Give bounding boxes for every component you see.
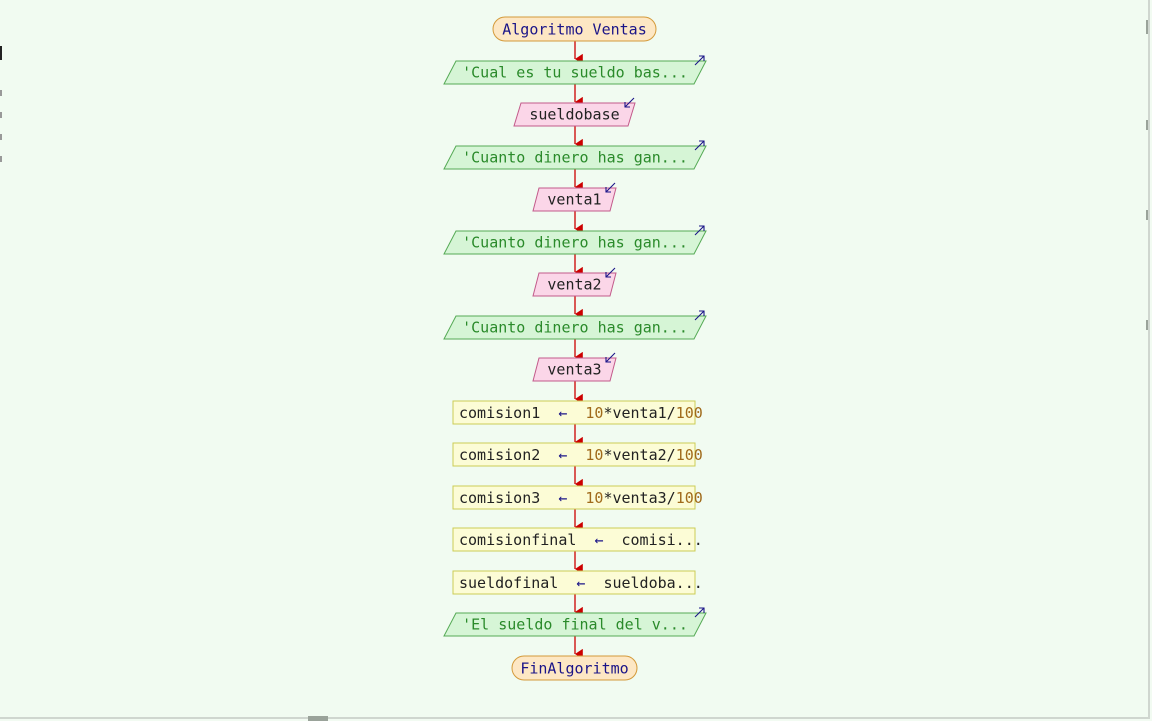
horizontal-scrollbar-thumb[interactable] bbox=[308, 716, 328, 721]
process-node-2[interactable]: comision2 ← 10*venta2/100 bbox=[452, 442, 703, 467]
output-node-4[interactable]: 'Cuanto dinero has gan... bbox=[443, 310, 707, 340]
output-4-text: 'Cuanto dinero has gan... bbox=[462, 319, 688, 337]
process-1-text: comision1 ← 10*venta1/100 bbox=[459, 404, 703, 422]
output-arrow-icon bbox=[694, 140, 705, 151]
output-arrow-icon bbox=[694, 55, 705, 66]
output-node-5[interactable]: 'El sueldo final del v... bbox=[443, 607, 707, 637]
input-node-2[interactable]: venta1 bbox=[532, 182, 617, 212]
process-5-text: sueldofinal ← sueldoba... bbox=[459, 574, 703, 592]
process-node-3[interactable]: comision3 ← 10*venta3/100 bbox=[452, 485, 703, 510]
process-node-4[interactable]: comisionfinal ← comisi... bbox=[452, 527, 703, 552]
left-edge-marks bbox=[0, 40, 4, 180]
process-3-text: comision3 ← 10*venta3/100 bbox=[459, 489, 703, 507]
process-2-text: comision2 ← 10*venta2/100 bbox=[459, 446, 703, 464]
output-3-text: 'Cuanto dinero has gan... bbox=[462, 234, 688, 252]
output-1-text: 'Cual es tu sueldo bas... bbox=[462, 64, 688, 82]
input-3-text: venta2 bbox=[547, 276, 601, 294]
start-terminal[interactable]: Algoritmo Ventas bbox=[492, 16, 657, 42]
input-node-4[interactable]: venta3 bbox=[532, 352, 617, 382]
end-terminal[interactable]: FinAlgoritmo bbox=[511, 655, 638, 681]
process-4-text: comisionfinal ← comisi... bbox=[459, 531, 703, 549]
input-arrow-icon bbox=[605, 352, 616, 363]
input-arrow-icon bbox=[605, 267, 616, 278]
input-node-1[interactable]: sueldobase bbox=[513, 97, 636, 127]
end-label: FinAlgoritmo bbox=[520, 660, 628, 678]
output-node-2[interactable]: 'Cuanto dinero has gan... bbox=[443, 140, 707, 170]
output-node-3[interactable]: 'Cuanto dinero has gan... bbox=[443, 225, 707, 255]
input-arrow-icon bbox=[624, 97, 635, 108]
input-1-text: sueldobase bbox=[529, 106, 619, 124]
output-2-text: 'Cuanto dinero has gan... bbox=[462, 149, 688, 167]
input-arrow-icon bbox=[605, 182, 616, 193]
output-arrow-icon bbox=[694, 310, 705, 321]
process-node-5[interactable]: sueldofinal ← sueldoba... bbox=[452, 570, 703, 595]
start-label: Algoritmo Ventas bbox=[502, 21, 647, 39]
output-arrow-icon bbox=[694, 607, 705, 618]
right-edge-marks bbox=[1146, 0, 1150, 340]
output-5-text: 'El sueldo final del v... bbox=[462, 616, 688, 634]
output-arrow-icon bbox=[694, 225, 705, 236]
process-node-1[interactable]: comision1 ← 10*venta1/100 bbox=[452, 400, 703, 425]
input-node-3[interactable]: venta2 bbox=[532, 267, 617, 297]
input-4-text: venta3 bbox=[547, 361, 601, 379]
input-2-text: venta1 bbox=[547, 191, 601, 209]
output-node-1[interactable]: 'Cual es tu sueldo bas... bbox=[443, 55, 707, 85]
